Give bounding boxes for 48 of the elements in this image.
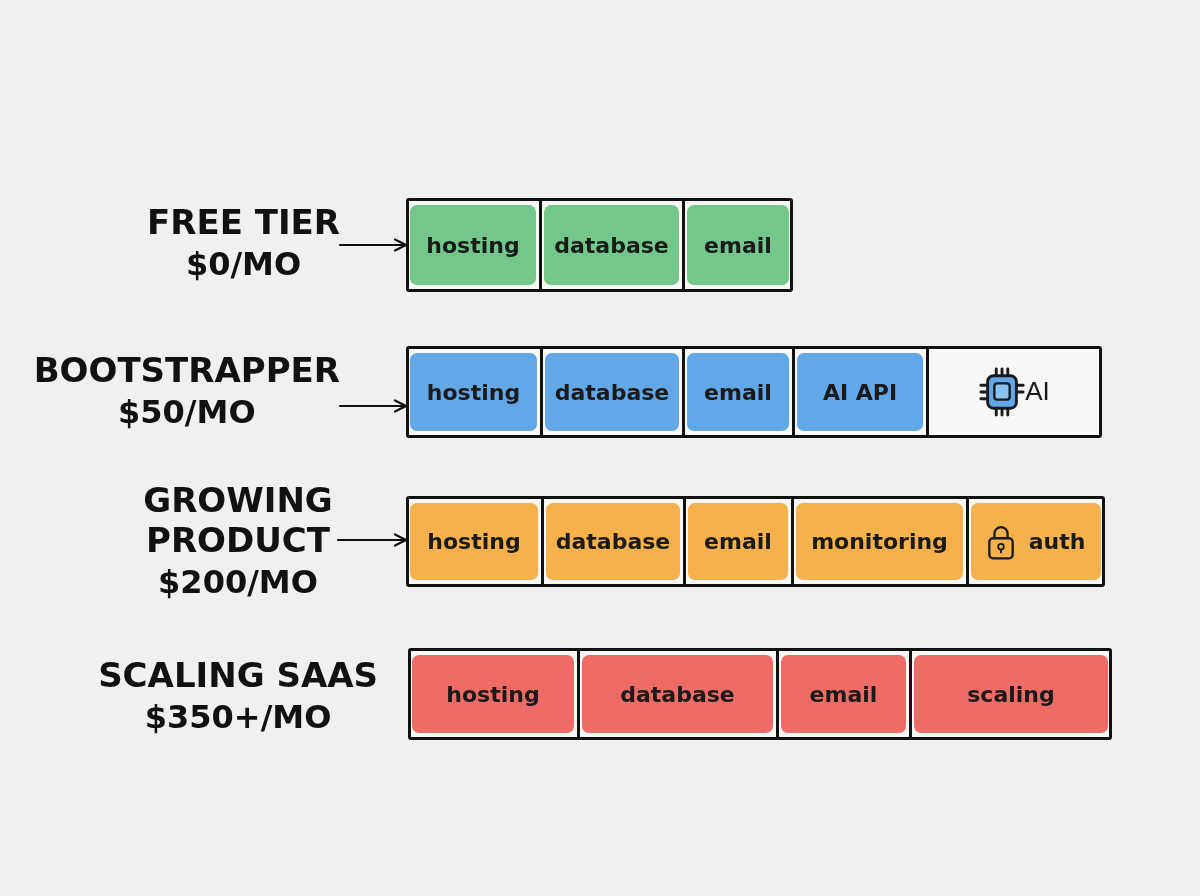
segment-label: auth [1028,529,1086,554]
tier-price: $350+/MO [143,697,333,738]
segment-label: AI [1025,376,1050,407]
service-segment [546,503,680,580]
service-segment [582,655,773,733]
service-segment [687,353,789,431]
segment-label: AI API [822,379,898,405]
segment-label: database [554,379,670,405]
segment-label: database [554,232,669,258]
segment-label: hosting [446,681,540,707]
tier-price: $200/MO [157,562,319,603]
segment-label: hosting [426,232,520,258]
service-segment [688,503,788,580]
tier-name: GROWING PRODUCT [142,480,334,560]
service-segment [410,503,538,580]
arrow [338,399,408,413]
segment-label: database [555,529,671,554]
arrow [338,238,408,252]
service-segment [410,205,536,285]
service-segment [781,655,906,733]
service-segment [971,503,1101,580]
service-segment [687,205,789,285]
segment-label: monitoring [811,529,948,554]
segment-label: database [620,681,735,707]
service-segment [544,205,679,285]
tier-name: FREE TIER [147,202,340,242]
segment-label: email [704,379,772,405]
segment-label: hosting [427,529,521,554]
tier-price: $0/MO [184,244,303,285]
tier-price: $50/MO [117,392,257,433]
service-segment [412,655,574,733]
service-segment [410,353,537,431]
segment-label: email [809,681,878,707]
cost-bar [406,198,793,292]
segment-label: email [704,232,772,258]
cost-bar [406,346,1102,438]
segment-label: hosting [426,379,521,405]
segment-label: email [704,529,772,554]
arrow [336,533,408,547]
cost-bar [408,648,1112,740]
tier-name: BOOTSTRAPPER [33,350,340,390]
service-segment [797,353,923,431]
service-segment [545,353,679,431]
service-segment [914,655,1108,733]
service-segment [796,503,963,580]
tier-name: SCALING SAAS [98,655,378,695]
cost-bar [406,496,1105,587]
segment-label: scaling [967,681,1055,707]
